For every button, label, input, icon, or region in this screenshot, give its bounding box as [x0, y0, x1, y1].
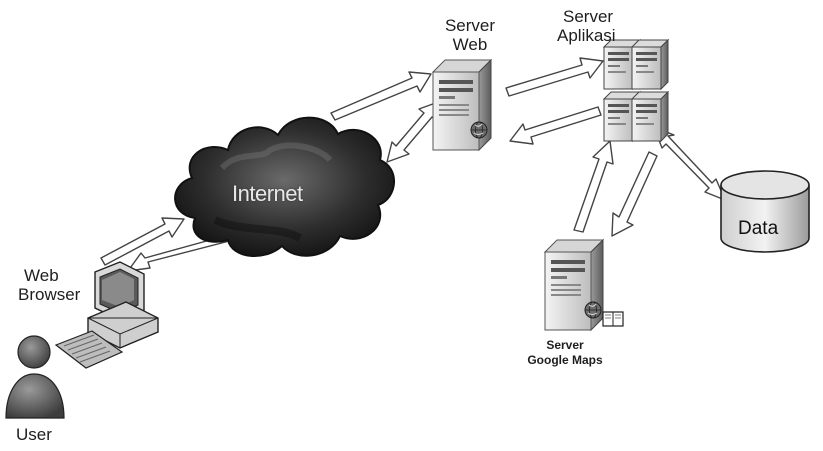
internet-cloud [174, 116, 395, 258]
arrow-appserver-to-webserver [509, 106, 602, 145]
server-maps-label-line2: Google Maps [527, 353, 603, 367]
web-browser-label-line1: Web [24, 266, 59, 285]
computer-icon [54, 261, 159, 369]
user-icon [5, 335, 65, 419]
server-web-label: Server Web [440, 16, 500, 54]
arrow-browser-to-internet [100, 217, 185, 266]
arrow-webserver-to-appserver [505, 57, 604, 97]
server-maps-label: Server Google Maps [505, 338, 625, 368]
arrow-internet-to-webserver [330, 71, 432, 121]
server-app-label-line1: Server [563, 7, 614, 26]
server-app-label: Server Aplikasi [557, 7, 616, 45]
server-web-label-line1: Server [444, 16, 496, 35]
web-browser-label-line2: Browser [18, 285, 81, 304]
arrows [100, 57, 726, 272]
maps-server-icon [544, 239, 624, 331]
arrow-maps-to-appserver [573, 140, 614, 233]
web-browser-label: Web Browser [18, 266, 80, 304]
data-label: Data [738, 218, 779, 239]
internet-label: Internet [232, 181, 303, 206]
arrow-appserver-to-maps [611, 151, 658, 237]
server-app-label-line2: Aplikasi [557, 26, 616, 45]
web-server-icon [432, 59, 492, 151]
server-maps-label-line1: Server [546, 338, 584, 352]
user-label: User [16, 425, 52, 444]
server-web-label-line2: Web [452, 35, 488, 54]
database-icon [720, 170, 810, 253]
app-server-cluster-icon [603, 39, 669, 142]
